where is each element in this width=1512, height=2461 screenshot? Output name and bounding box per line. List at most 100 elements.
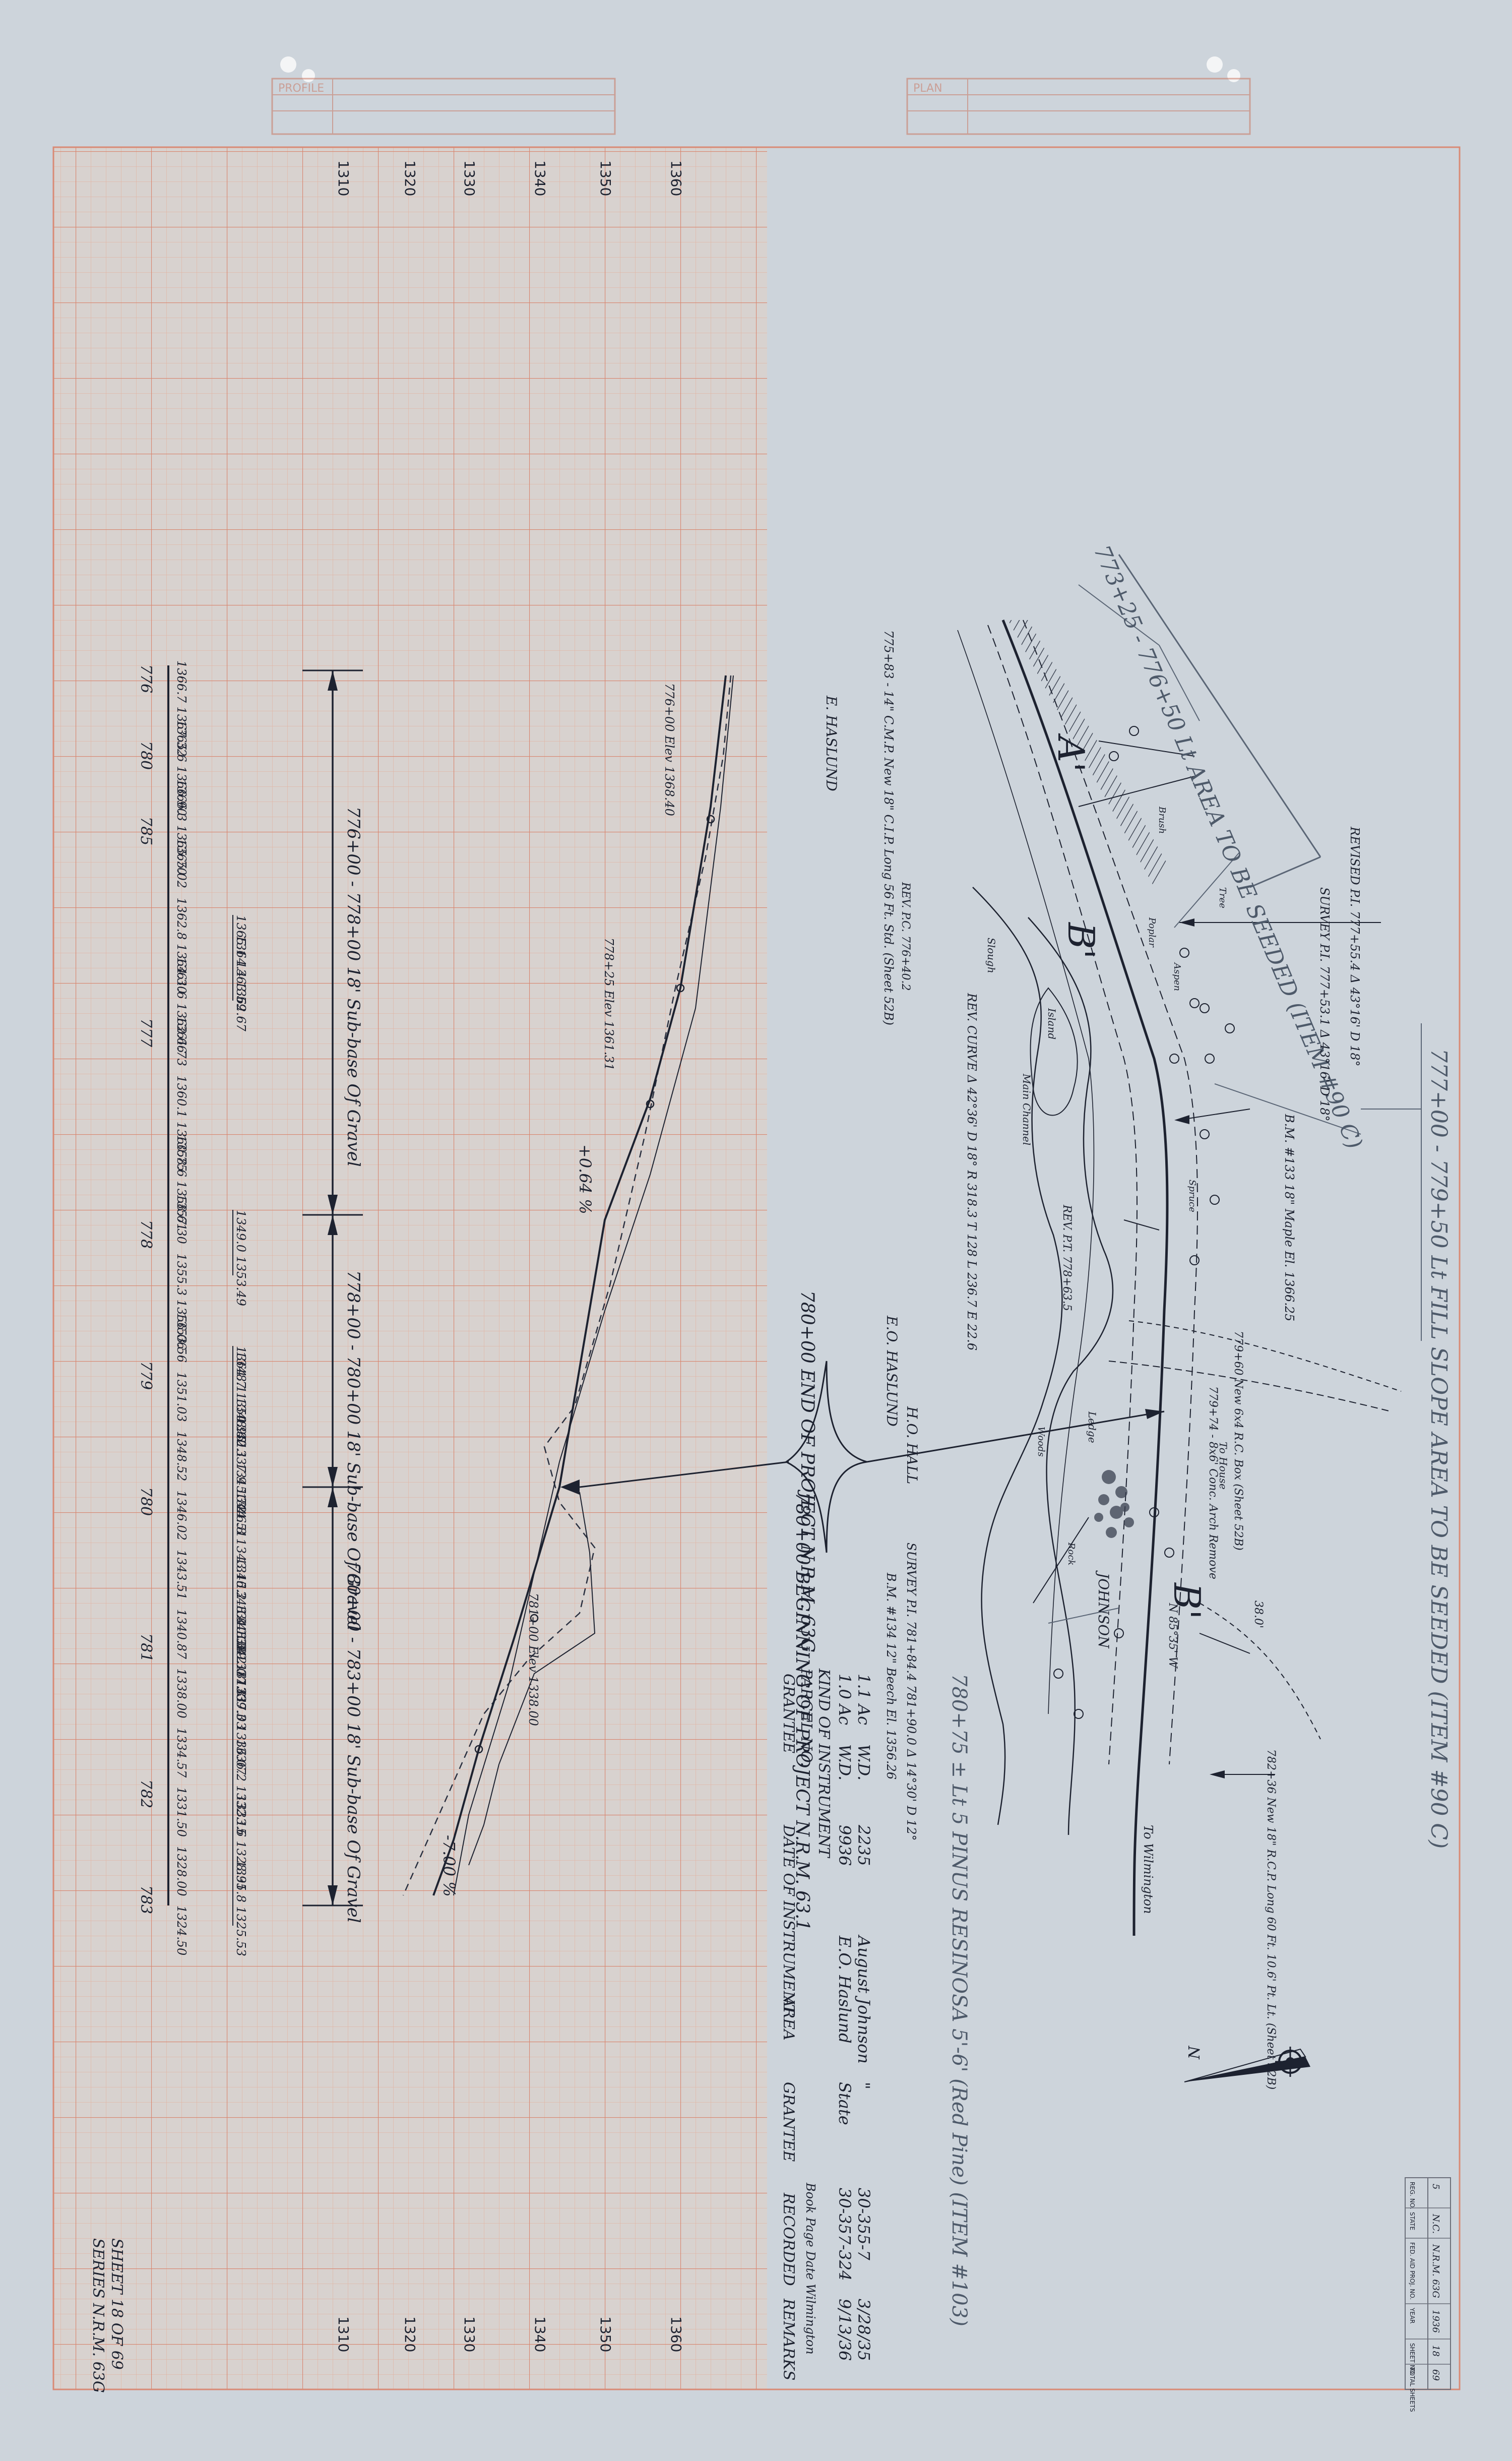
profile-grid-major [53, 147, 767, 2389]
segment-label: 776+00 - 778+00 18' Sub-base Of Gravel [343, 807, 363, 1167]
tree-symbol [1164, 1548, 1174, 1558]
easement-cell: W.D. [854, 1744, 873, 1780]
elevation-pair: 1361.73 [174, 1016, 188, 1066]
easement-header: REMARKS [780, 2298, 797, 2380]
grade-elevation-pair: 1340.1 1345.72 [234, 1417, 248, 1513]
easement-recorded-header: Book Page Date Wilmington [803, 2182, 817, 2355]
elevation-tick-label: 1340 [532, 2316, 548, 2352]
house-road [1108, 1361, 1392, 1412]
station-label: 777 [137, 1018, 155, 1048]
series-note: SERIES N.R.M. 63G SHEET 18 OF 69 [89, 2238, 125, 2393]
station-label: 783 [137, 1885, 155, 1914]
elevation-pair: 1365.02 [174, 838, 188, 888]
tree-symbol [1210, 1195, 1220, 1205]
easement-header: PARCEL NO. [797, 1668, 815, 1767]
easement-cell: 30-355-7 [854, 2188, 873, 2260]
top-stamp-left: PROFILE [271, 78, 616, 135]
elevation-pair: 1366.3 1365.70 [174, 779, 188, 875]
ledge-stipple [1094, 1470, 1134, 1538]
elevation-tick-label: 1340 [532, 160, 548, 196]
elevation-tick-label: 1350 [597, 160, 614, 196]
tree-symbol [1149, 1507, 1159, 1517]
station-label: 779 [137, 1361, 155, 1390]
punch-hole [1227, 69, 1240, 82]
elevation-pair: 1324.50 [174, 1905, 188, 1955]
series-label: SERIES N.R.M. 63G [89, 2238, 107, 2393]
svg-text:N: N [1186, 2045, 1204, 2060]
grade-elevation-pair: 1346.8 1343.16 [234, 1492, 248, 1588]
structure-note: 779+60 New 6x4 R.C. Box (Sheet 52B) [1232, 1331, 1244, 1551]
tree-symbol [1205, 1054, 1215, 1064]
elevation-pair: 1353.56 [174, 1313, 188, 1363]
tree-symbol [1053, 1669, 1063, 1679]
survey-note: B.M. #133 18" Maple El. 1366.25 [1282, 1114, 1296, 1321]
highway-centerline [1001, 620, 1169, 1936]
plan-drawing [785, 554, 1422, 1936]
easement-cell: 9936 [835, 1825, 854, 1866]
grade-elevation-pair: 1342.0 1337.03 [234, 1633, 248, 1730]
section-mark: A' [1050, 733, 1092, 772]
elevation-pair: 1348.52 [174, 1431, 188, 1481]
box-line [1128, 1320, 1402, 1392]
grade-label: -7.00 % [439, 1835, 459, 1897]
easement-header: RECORDED [780, 2192, 797, 2286]
feature-label: Poplar [1147, 917, 1157, 948]
title-block-value: 69 [1430, 2369, 1441, 2381]
elevation-tick-label: 1360 [668, 2316, 684, 2352]
easement-cell: State [835, 2082, 854, 2125]
elevation-pair: 1357.30 [174, 1194, 188, 1244]
profile-channel-line [468, 1492, 596, 1866]
feature-label: Ledge [1086, 1411, 1098, 1443]
curve-label: 781+00 Elev 1338.00 [526, 1593, 540, 1726]
survey-note: B.M. #134 12" Beech El. 1356.26 [884, 1572, 898, 1779]
tree-symbol [1074, 1709, 1084, 1719]
feature-label: Main Channel [1021, 1073, 1033, 1145]
easement-cell: 3/28/35 [854, 2299, 873, 2361]
segment-label: 780+00 - 783+00 18' Sub-base Of Gravel [343, 1563, 363, 1923]
tree-symbol [1225, 1023, 1235, 1033]
elevation-tick-label: 1330 [461, 160, 478, 196]
row-line-left [987, 625, 1138, 1765]
grade-elevation-pair: 1336.2 1332.15 [234, 1739, 248, 1835]
easement-cell: 9/13/36 [835, 2299, 854, 2361]
elevation-pair: 1358.6 1358.61 [174, 1135, 188, 1231]
survey-note: REV. P.T. 778+63.5 [1060, 1204, 1073, 1311]
punch-hole [302, 69, 315, 82]
punch-hole [1207, 56, 1223, 73]
feature-label: To House [1217, 1442, 1229, 1490]
elevation-tick-label: 1310 [335, 160, 352, 196]
station-label: 780 [137, 741, 155, 770]
easement-cell: 2235 [854, 1824, 873, 1866]
survey-note: REV. CURVE Δ 42°36' D 18° R 318.3 T 128 … [965, 993, 979, 1350]
title-block-value: 18 [1430, 2345, 1441, 2357]
planting-note: 780+75 ± Lt 5 PINUS RESINOSA 5'-6' (Red … [948, 1674, 971, 2326]
row-line-right [1023, 620, 1198, 1765]
sheet-number: SHEET 18 OF 69 [108, 2238, 125, 2370]
easement-header: AREA [780, 1995, 797, 2041]
elevation-pair: 1355.3 1356.06 [174, 1253, 188, 1349]
elevation-tick-label: 1360 [668, 160, 684, 196]
feature-label: Brush [1157, 806, 1167, 834]
grade-elevation-pair: 1365.1 1363.59 [234, 915, 248, 1011]
survey-note: N 85°35' W [1166, 1603, 1179, 1669]
tree-symbol [1114, 1628, 1124, 1638]
curve-label: 776+00 Elev 1368.40 [662, 683, 676, 816]
structure-note: 775+83 - 14" C.M.P. New 18" C.I.P. Long … [881, 630, 896, 1025]
grade-elevation-pair: 1364.4 1362.67 [234, 935, 248, 1032]
fill-slope-hatch [1008, 620, 1169, 887]
curve-label: 778+25 Elev 1361.31 [602, 938, 616, 1071]
easement-cell: 1.0 Ac [835, 1674, 854, 1725]
tree-symbol [1129, 726, 1139, 736]
tree-symbols [1053, 726, 1235, 1719]
easement-header: DATE OF INSTRUMENT [780, 1824, 797, 2015]
easement-header: GRANTEE [780, 2082, 797, 2162]
tree-symbol [1200, 1129, 1210, 1139]
station-label: 776 [137, 664, 155, 693]
title-block-value: 1936 [1430, 2310, 1441, 2333]
feature-label: To Wilmington [1141, 1825, 1155, 1914]
